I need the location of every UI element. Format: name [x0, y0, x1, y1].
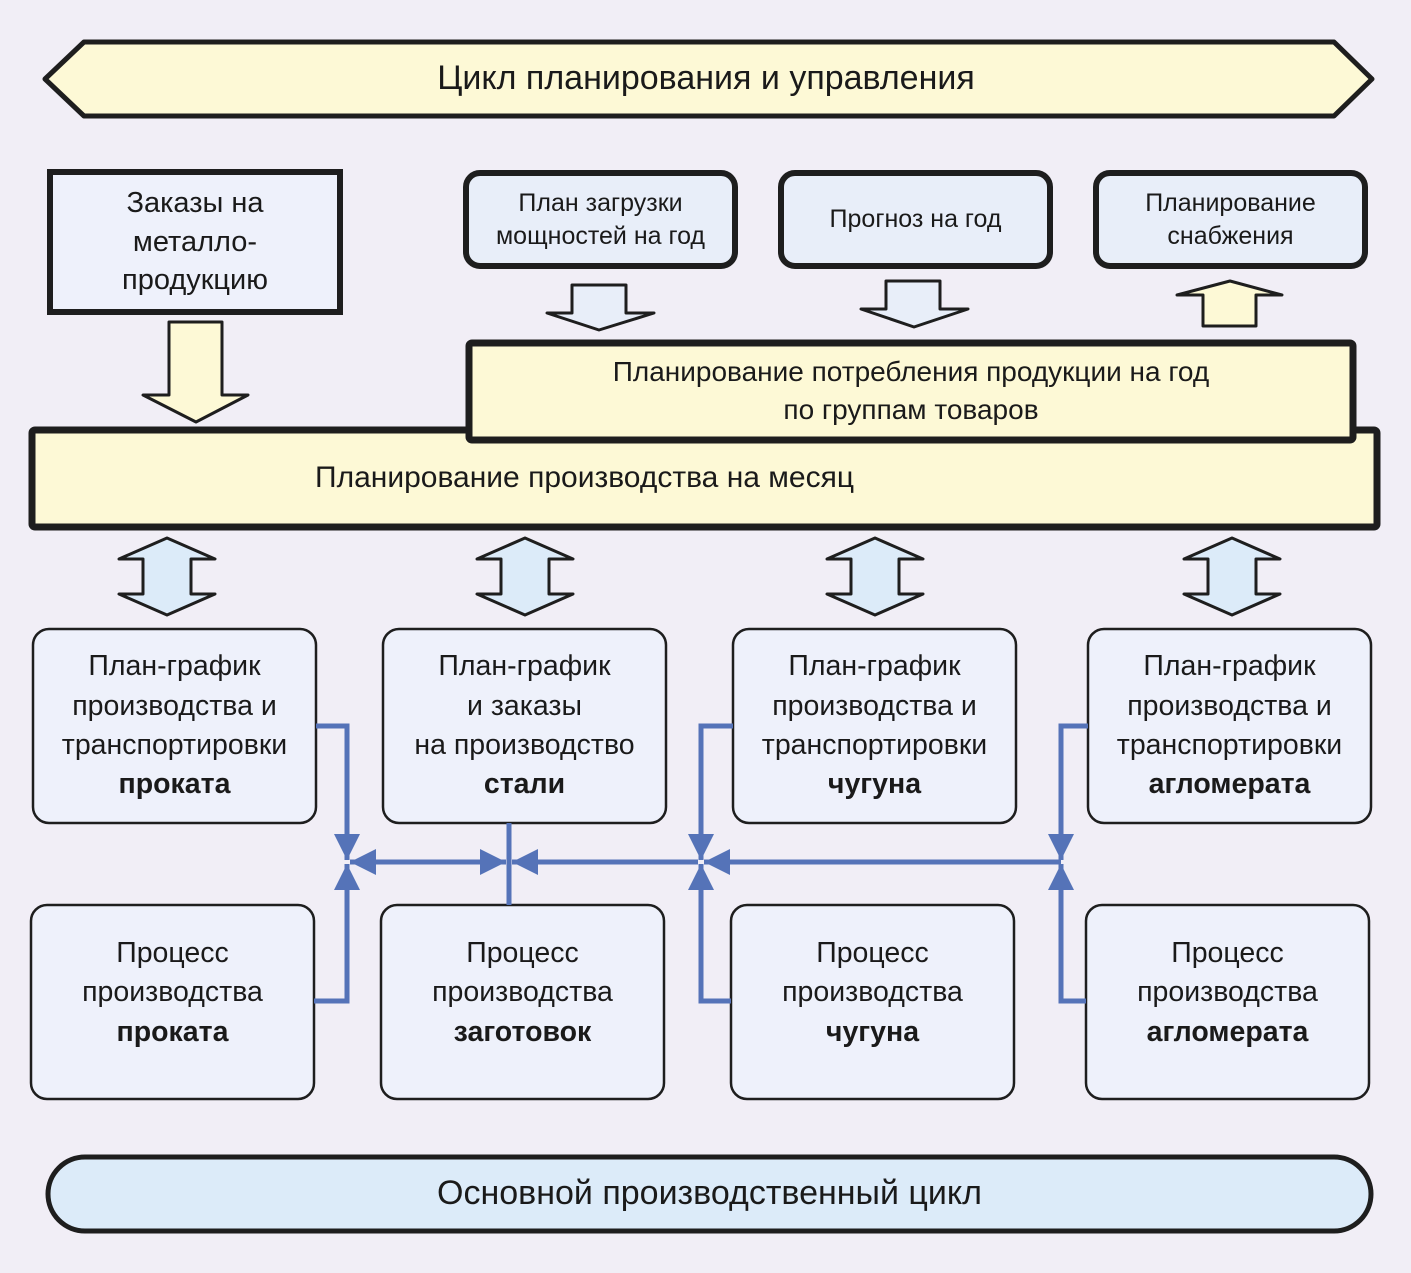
- production-cycle-label: Основной производственный цикл: [437, 1174, 982, 1213]
- arrow-down-icon: [545, 283, 656, 332]
- process-product: проката: [116, 1015, 229, 1048]
- orders-line: Заказы на: [126, 187, 264, 220]
- schedule-product: проката: [118, 768, 231, 801]
- schedule-text: План-график производства и транспортировки…: [733, 629, 1016, 823]
- production-cycle-title: Основной производственный цикл: [48, 1157, 1371, 1231]
- consumption-plan-line: по группам товаров: [783, 394, 1039, 425]
- orders-line: металло-: [132, 225, 258, 258]
- orders-text: Заказы на металло- продукцию: [50, 172, 340, 312]
- process-line: производства: [82, 976, 263, 1009]
- supply-planning-line: Планирование: [1145, 189, 1316, 217]
- schedule-text: План-график производства и транспортировки…: [1088, 629, 1371, 823]
- schedule-product: стали: [483, 768, 566, 801]
- arrow-up-icon: [1175, 279, 1284, 328]
- supply-planning-box: [1093, 170, 1368, 269]
- double-arrow-icon: [825, 536, 925, 617]
- schedule-text: План-график и заказы на производство стали: [383, 629, 666, 823]
- connector-line: [688, 723, 733, 860]
- capacity-plan-text: План загрузки мощностей на год: [466, 173, 735, 266]
- schedule-product: агломерата: [1148, 768, 1311, 801]
- supply-planning-text: Планирование снабжения: [1096, 173, 1365, 266]
- process-line: производства: [432, 976, 613, 1009]
- connector-line: [314, 864, 360, 1004]
- orders-box: [47, 169, 343, 315]
- process-product: чугуна: [825, 1015, 920, 1048]
- schedule-box-steel: [381, 627, 668, 825]
- schedule-line: План-график: [1143, 650, 1316, 683]
- schedule-line: План-график: [788, 650, 961, 683]
- forecast-text: Прогноз на год: [781, 173, 1050, 266]
- capacity-plan-line: мощностей на год: [495, 221, 706, 250]
- consumption-plan-line: Планирование потребления продукции на го…: [612, 356, 1210, 388]
- double-arrow-icon: [117, 536, 217, 617]
- double-arrow-icon: [475, 536, 575, 617]
- production-cycle-banner: [45, 1154, 1374, 1234]
- connector-line: [316, 723, 360, 860]
- process-product: заготовок: [453, 1015, 592, 1048]
- schedule-line: План-график: [438, 650, 611, 683]
- planning-cycle-banner: [42, 39, 1375, 119]
- process-box-billets: [379, 903, 666, 1101]
- process-line: производства: [1137, 976, 1318, 1009]
- process-text: Процесс производства заготовок: [381, 905, 664, 1099]
- capacity-plan-box: [463, 170, 738, 269]
- forecast-box: [778, 170, 1053, 269]
- schedule-line: на производство: [414, 729, 635, 761]
- schedule-line: транспортировки: [761, 729, 988, 761]
- consumption-plan-box: [465, 339, 1357, 444]
- schedule-line: План-график: [88, 650, 261, 683]
- consumption-plan-text: Планирование потребления продукции на го…: [469, 346, 1353, 436]
- process-line: Процесс: [116, 937, 229, 969]
- double-arrow-icon: [1182, 536, 1282, 617]
- schedule-product: чугуна: [827, 768, 922, 801]
- process-product: агломерата: [1146, 1015, 1309, 1048]
- process-text: Процесс производства чугуна: [731, 905, 1014, 1099]
- schedule-line: производства и: [72, 689, 277, 722]
- process-line: производства: [782, 976, 963, 1009]
- forecast-line: Прогноз на год: [829, 205, 1002, 234]
- orders-line: продукцию: [122, 264, 268, 297]
- schedule-text: План-график производства и транспортировки…: [33, 629, 316, 823]
- schedule-line: транспортировки: [61, 729, 288, 761]
- process-line: Процесс: [466, 937, 579, 969]
- planning-cycle-label: Цикл планирования и управления: [437, 59, 975, 98]
- arrow-down-icon: [859, 279, 970, 329]
- connector-line: [1048, 723, 1088, 860]
- process-line: Процесс: [816, 937, 929, 969]
- arrow-down-icon: [141, 320, 250, 424]
- connector-line: [688, 864, 731, 1004]
- connector-line: [1048, 864, 1086, 1004]
- schedule-line: производства и: [1127, 689, 1332, 722]
- process-text: Процесс производства агломерата: [1086, 905, 1369, 1099]
- supply-planning-line: снабжения: [1167, 221, 1294, 250]
- schedule-line: производства и: [772, 689, 977, 722]
- planning-cycle-title: Цикл планирования и управления: [45, 42, 1372, 116]
- capacity-plan-line: План загрузки: [518, 189, 683, 217]
- schedule-line: и заказы: [467, 689, 582, 722]
- monthly-plan-label: Планирование производства на месяц: [315, 460, 855, 494]
- process-line: Процесс: [1171, 937, 1284, 969]
- process-text: Процесс производства проката: [31, 905, 314, 1099]
- monthly-plan-text: Планирование производства на месяц: [315, 440, 1015, 516]
- schedule-line: транспортировки: [1116, 729, 1343, 761]
